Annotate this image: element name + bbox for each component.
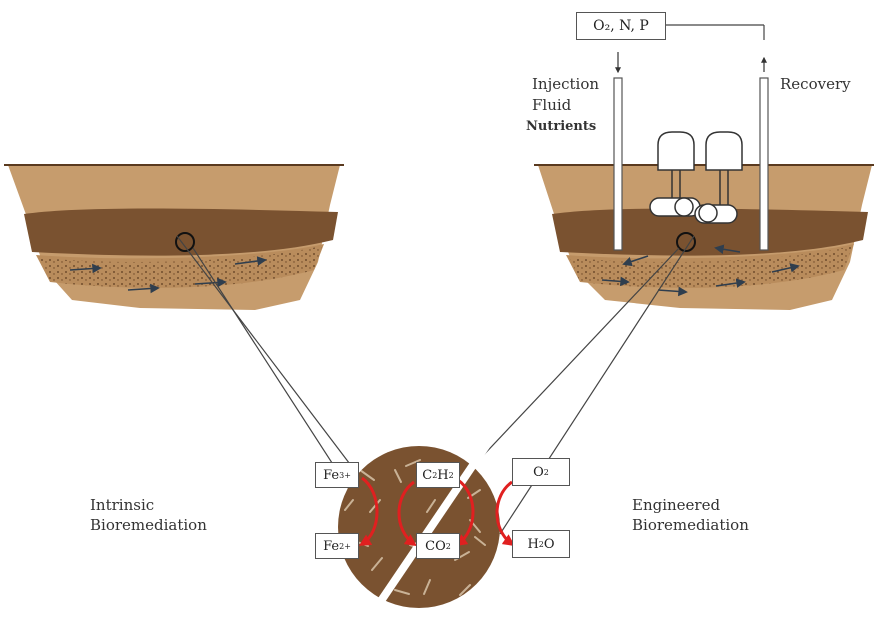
fe2-base: Fe bbox=[323, 538, 340, 554]
flow-arrow bbox=[127, 283, 160, 294]
fe3-charge: 3+ bbox=[339, 470, 351, 480]
c2h2-h: H bbox=[437, 467, 449, 483]
co2-sub: 2 bbox=[445, 541, 451, 551]
c2h2-h-sub: 2 bbox=[448, 470, 454, 480]
h2o-o: O bbox=[543, 536, 555, 552]
reaction-arrow bbox=[495, 480, 515, 547]
nutrient-source-label: O₂, N, P bbox=[593, 18, 649, 34]
h2o-h: H bbox=[527, 536, 539, 552]
engineered-soil-pit bbox=[534, 77, 874, 310]
recovery-well bbox=[759, 77, 769, 251]
intrinsic-label-2: Bioremediation bbox=[90, 516, 207, 534]
engineered-label-2: Bioremediation bbox=[632, 516, 749, 534]
co2-co: CO bbox=[425, 538, 446, 554]
flow-arrow bbox=[715, 278, 746, 288]
flow-arrow bbox=[601, 276, 630, 287]
flow-arrow bbox=[771, 263, 800, 273]
flow-arrow bbox=[657, 286, 688, 297]
intrinsic-soil-pit bbox=[4, 164, 344, 310]
engineered-label-1: Engineered bbox=[632, 496, 721, 514]
magnify-spot bbox=[175, 232, 195, 252]
injection-label-2: Fluid bbox=[532, 96, 572, 114]
fe3-base: Fe bbox=[323, 467, 340, 483]
c2h2-c: C bbox=[422, 467, 433, 483]
flow-arrow bbox=[234, 256, 267, 266]
o2-o: O bbox=[533, 464, 544, 480]
c2h2-c-sub: 2 bbox=[432, 470, 438, 480]
flow-arrow bbox=[622, 255, 649, 267]
o2-sub: 2 bbox=[543, 467, 549, 477]
injection-well bbox=[613, 77, 623, 251]
reduction-arrow bbox=[358, 476, 379, 546]
nutrients-label: Nutrients bbox=[526, 119, 597, 134]
reaction-arrow bbox=[455, 478, 475, 547]
injection-label-1: Injection bbox=[532, 75, 600, 93]
nutrient-source-box: O₂, N, P bbox=[576, 12, 666, 40]
fe2-charge: 2+ bbox=[339, 541, 351, 551]
flow-arrow bbox=[714, 244, 741, 254]
tank bbox=[705, 131, 743, 171]
nutrient-supply-line bbox=[615, 24, 767, 74]
magnify-spot bbox=[676, 232, 696, 252]
reaction-arrow bbox=[397, 480, 417, 547]
recovery-label: Recovery bbox=[780, 75, 851, 93]
h2o-sub: 2 bbox=[538, 539, 544, 549]
tank bbox=[657, 131, 695, 171]
flow-arrow bbox=[194, 277, 227, 288]
flow-arrow bbox=[69, 263, 102, 274]
intrinsic-label-1: Intrinsic bbox=[90, 496, 155, 514]
